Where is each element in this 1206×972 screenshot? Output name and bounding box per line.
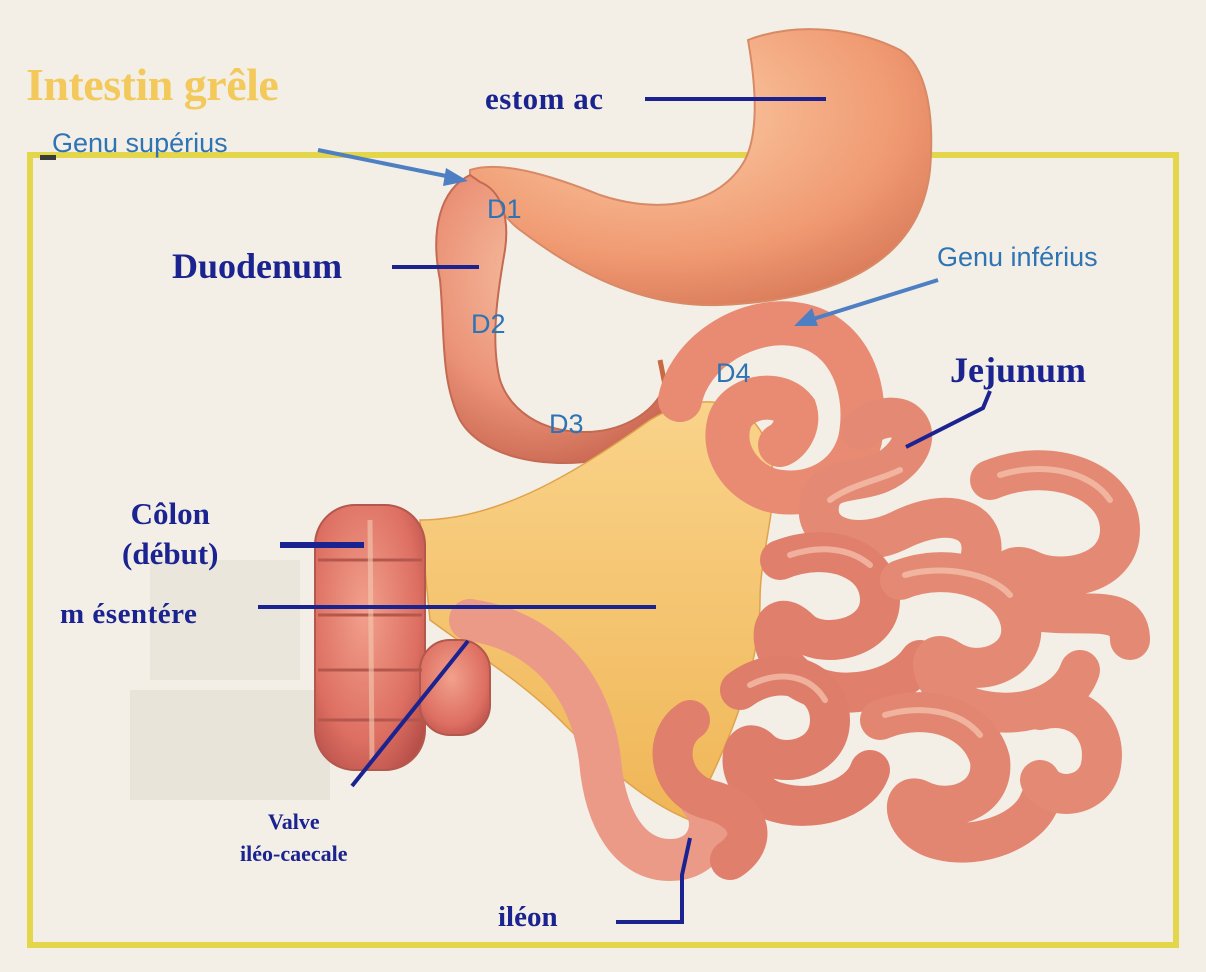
background-patch <box>130 690 330 800</box>
label-valve-ileo-caecale: Valve iléo-caecale <box>240 806 348 870</box>
label-genu-inferius: Genu inférius <box>937 244 1098 271</box>
label-d4: D4 <box>716 360 751 387</box>
label-colon: Côlon (début) <box>122 494 218 575</box>
label-d2: D2 <box>471 311 506 338</box>
label-valve-line1: Valve <box>240 806 348 838</box>
label-colon-line1: Côlon <box>122 494 218 534</box>
label-mesentere: m ésentére <box>60 600 197 629</box>
label-d3: D3 <box>549 411 584 438</box>
diagram-title: Intestin grêle <box>26 62 278 108</box>
label-ileon: iléon <box>498 903 558 932</box>
label-duodenum: Duodenum <box>172 248 342 284</box>
label-genu-superius: Genu supérius <box>52 130 228 157</box>
label-valve-line2: iléo-caecale <box>240 838 348 870</box>
label-jejunum: Jejunum <box>950 352 1086 388</box>
label-d1: D1 <box>487 196 522 223</box>
label-colon-line2: (début) <box>122 534 218 574</box>
stomach-shape <box>470 29 931 305</box>
label-estomac: estom ac <box>485 83 603 114</box>
